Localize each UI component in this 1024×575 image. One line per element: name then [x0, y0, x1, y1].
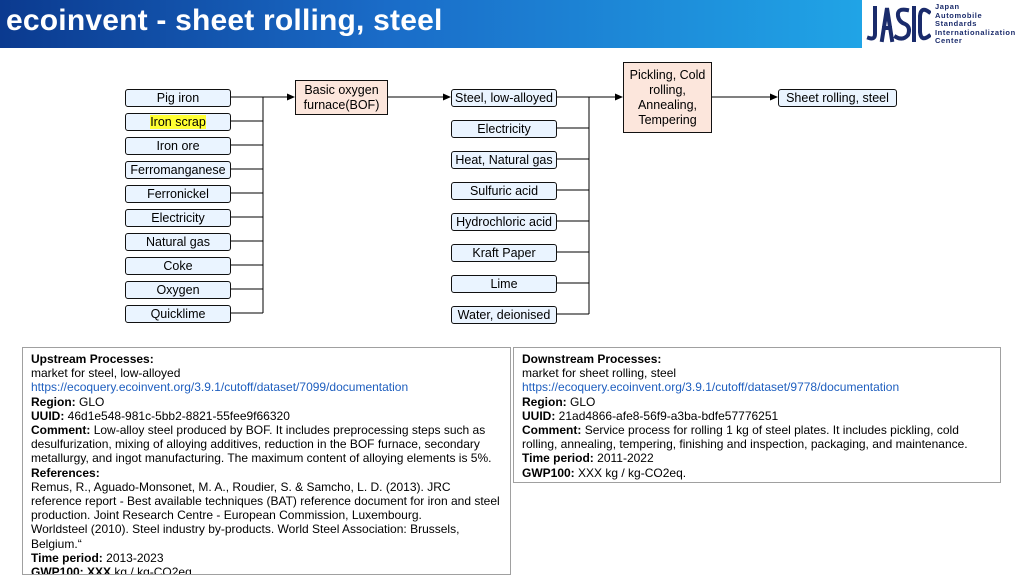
upstream-documentation-link[interactable]: https://ecoquery.ecoinvent.org/3.9.1/cut… — [31, 380, 409, 395]
input-node-natural-gas: Natural gas — [125, 233, 231, 251]
input-node-coke: Coke — [125, 257, 231, 275]
process-node-rolling: Pickling, Cold rolling, Annealing, Tempe… — [623, 62, 712, 133]
jasic-logo-mark — [866, 6, 931, 43]
input-node-pig-iron: Pig iron — [125, 89, 231, 107]
upstream-heading: Upstream Processes: — [31, 352, 154, 366]
upstream-gwp-label: GWP100: — [31, 565, 84, 575]
upstream-reference-2: Worldsteel (2010). Steel industry by-pro… — [31, 522, 460, 551]
upstream-reference-1: Remus, R., Aguado-Monsonet, M. A., Roudi… — [31, 479, 500, 523]
downstream-comment-label: Comment: — [522, 423, 582, 438]
upstream-region-label: Region: — [31, 394, 76, 409]
upstream-info-panel: Upstream Processes: market for steel, lo… — [22, 347, 511, 575]
upstream-process-name: market for steel, low-alloyed — [31, 366, 181, 381]
downstream-region-label: Region: — [522, 394, 567, 409]
upstream-gwp-value: XXX — [87, 565, 112, 575]
downstream-region: GLO — [570, 394, 596, 409]
page-title: ecoinvent - sheet rolling, steel — [6, 4, 443, 37]
input-node-ferronickel: Ferronickel — [125, 185, 231, 203]
logo-line: Automobile — [935, 10, 983, 20]
input-node-water-deionised: Water, deionised — [451, 306, 557, 324]
upstream-region: GLO — [79, 394, 105, 409]
input-node-heat-natural-gas: Heat, Natural gas — [451, 151, 557, 169]
input-node-quicklime: Quicklime — [125, 305, 231, 323]
upstream-uuid-label: UUID: — [31, 408, 65, 423]
input-node-oxygen: Oxygen — [125, 281, 231, 299]
logo-line: Center — [935, 36, 963, 46]
downstream-uuid: 21ad4866-afe8-56f9-a3ba-bdfe57776251 — [558, 408, 779, 423]
downstream-heading: Downstream Processes: — [522, 352, 662, 366]
upstream-references-label: References: — [31, 465, 100, 480]
downstream-info-panel: Downstream Processes: market for sheet r… — [513, 347, 1001, 483]
logo-line: Standards — [935, 19, 978, 29]
header-banner: ecoinvent - sheet rolling, steel — [0, 0, 862, 48]
downstream-process-name: market for sheet rolling, steel — [522, 366, 677, 381]
upstream-comment: Low-alloy steel produced by BOF. It incl… — [31, 423, 492, 466]
logo-line: Japan — [935, 2, 960, 11]
input-node-electricity-2: Electricity — [451, 120, 557, 138]
downstream-time-label: Time period: — [522, 451, 594, 466]
downstream-documentation-link[interactable]: https://ecoquery.ecoinvent.org/3.9.1/cut… — [522, 380, 900, 395]
input-node-iron-scrap-highlighted: Iron scrap — [125, 113, 231, 131]
input-node-lime: Lime — [451, 275, 557, 293]
process-node-bof: Basic oxygen furnace(BOF) — [295, 80, 388, 115]
downstream-gwp-label: GWP100: — [522, 465, 575, 480]
output-node-sheet-rolling-steel: Sheet rolling, steel — [778, 89, 897, 107]
input-node-kraft-paper: Kraft Paper — [451, 244, 557, 262]
intermediate-node-steel-low-alloyed: Steel, low-alloyed — [451, 89, 557, 107]
logo-line: Internationalization — [935, 27, 1016, 37]
downstream-time: 2011-2022 — [597, 451, 654, 466]
input-node-electricity: Electricity — [125, 209, 231, 227]
jasic-logo-text: Japan Automobile Standards International… — [935, 2, 1016, 46]
upstream-gwp-unit: kg / kg-CO2eq. — [114, 565, 196, 575]
downstream-comment: Service process for rolling 1 kg of stee… — [522, 423, 968, 452]
flow-connectors — [231, 93, 778, 315]
upstream-time-label: Time period: — [31, 550, 103, 565]
input-node-ferromanganese: Ferromanganese — [125, 161, 231, 179]
upstream-uuid: 46d1e548-981c-5bb2-8821-55fee9f66320 — [67, 408, 290, 423]
input-node-iron-ore: Iron ore — [125, 137, 231, 155]
downstream-uuid-label: UUID: — [522, 408, 556, 423]
upstream-comment-label: Comment: — [31, 423, 91, 438]
jasic-logo: Japan Automobile Standards International… — [863, 0, 1024, 48]
input-node-hydrochloric-acid: Hydrochloric acid — [451, 213, 557, 231]
downstream-gwp-value: XXX kg / kg-CO2eq. — [578, 465, 687, 480]
upstream-time: 2013-2023 — [106, 550, 164, 565]
input-node-sulfuric-acid: Sulfuric acid — [451, 182, 557, 200]
